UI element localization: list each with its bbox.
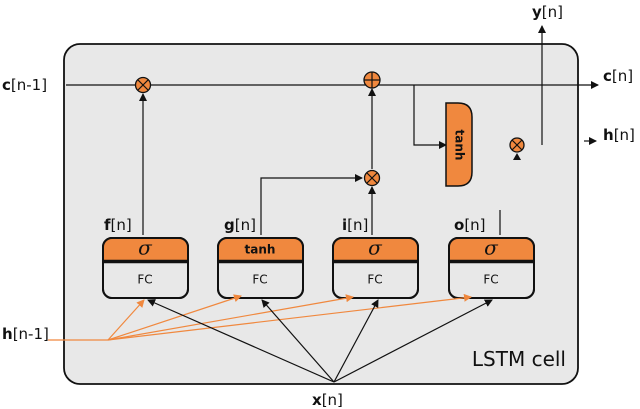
- gate-o-layer: FC: [483, 273, 498, 287]
- output-tanh-block: [445, 102, 473, 187]
- x-to-f: [147, 299, 335, 383]
- x-to-g: [261, 299, 335, 383]
- gate-f-label: f[n]: [104, 216, 132, 234]
- gate-i: σ FC: [332, 236, 419, 299]
- h-prev-to-i: [107, 294, 354, 341]
- gate-g-activation: tanh: [245, 243, 276, 257]
- y-out-label: y[n]: [532, 3, 563, 21]
- candidate-wire: [260, 174, 363, 235]
- gate-g-layer: FC: [252, 273, 267, 287]
- cell-to-tanh-wire: [413, 85, 447, 149]
- gate-f-layer: FC: [137, 273, 152, 287]
- h-prev-label: h[n-1]: [2, 325, 49, 343]
- gate-f-activation: σ: [138, 236, 153, 260]
- gate-i-activation: σ: [368, 236, 383, 260]
- gate-i-label: i[n]: [342, 216, 368, 234]
- gate-f: σ FC: [102, 236, 189, 299]
- gate-i-layer: FC: [367, 273, 382, 287]
- cell-title: LSTM cell: [472, 347, 566, 371]
- output-tanh-label: tanh: [453, 130, 467, 161]
- x-label: x[n]: [312, 391, 343, 409]
- gate-o-activation: σ: [484, 236, 499, 260]
- x-to-i: [333, 299, 379, 383]
- gate-o-label: o[n]: [454, 216, 486, 234]
- gate-g: tanh FC: [217, 237, 304, 299]
- gate-g-label: g[n]: [224, 216, 256, 234]
- c-out-label: c[n]: [603, 67, 633, 85]
- x-to-o: [333, 299, 493, 383]
- h-prev-to-f: [107, 299, 145, 341]
- c-prev-label: c[n-1]: [2, 76, 47, 94]
- h-out-label: h[n]: [603, 126, 635, 144]
- h-prev-to-o: [107, 293, 472, 341]
- h-prev-to-g: [107, 294, 242, 341]
- cell-body: [63, 43, 579, 385]
- gate-o: σ FC: [448, 236, 535, 299]
